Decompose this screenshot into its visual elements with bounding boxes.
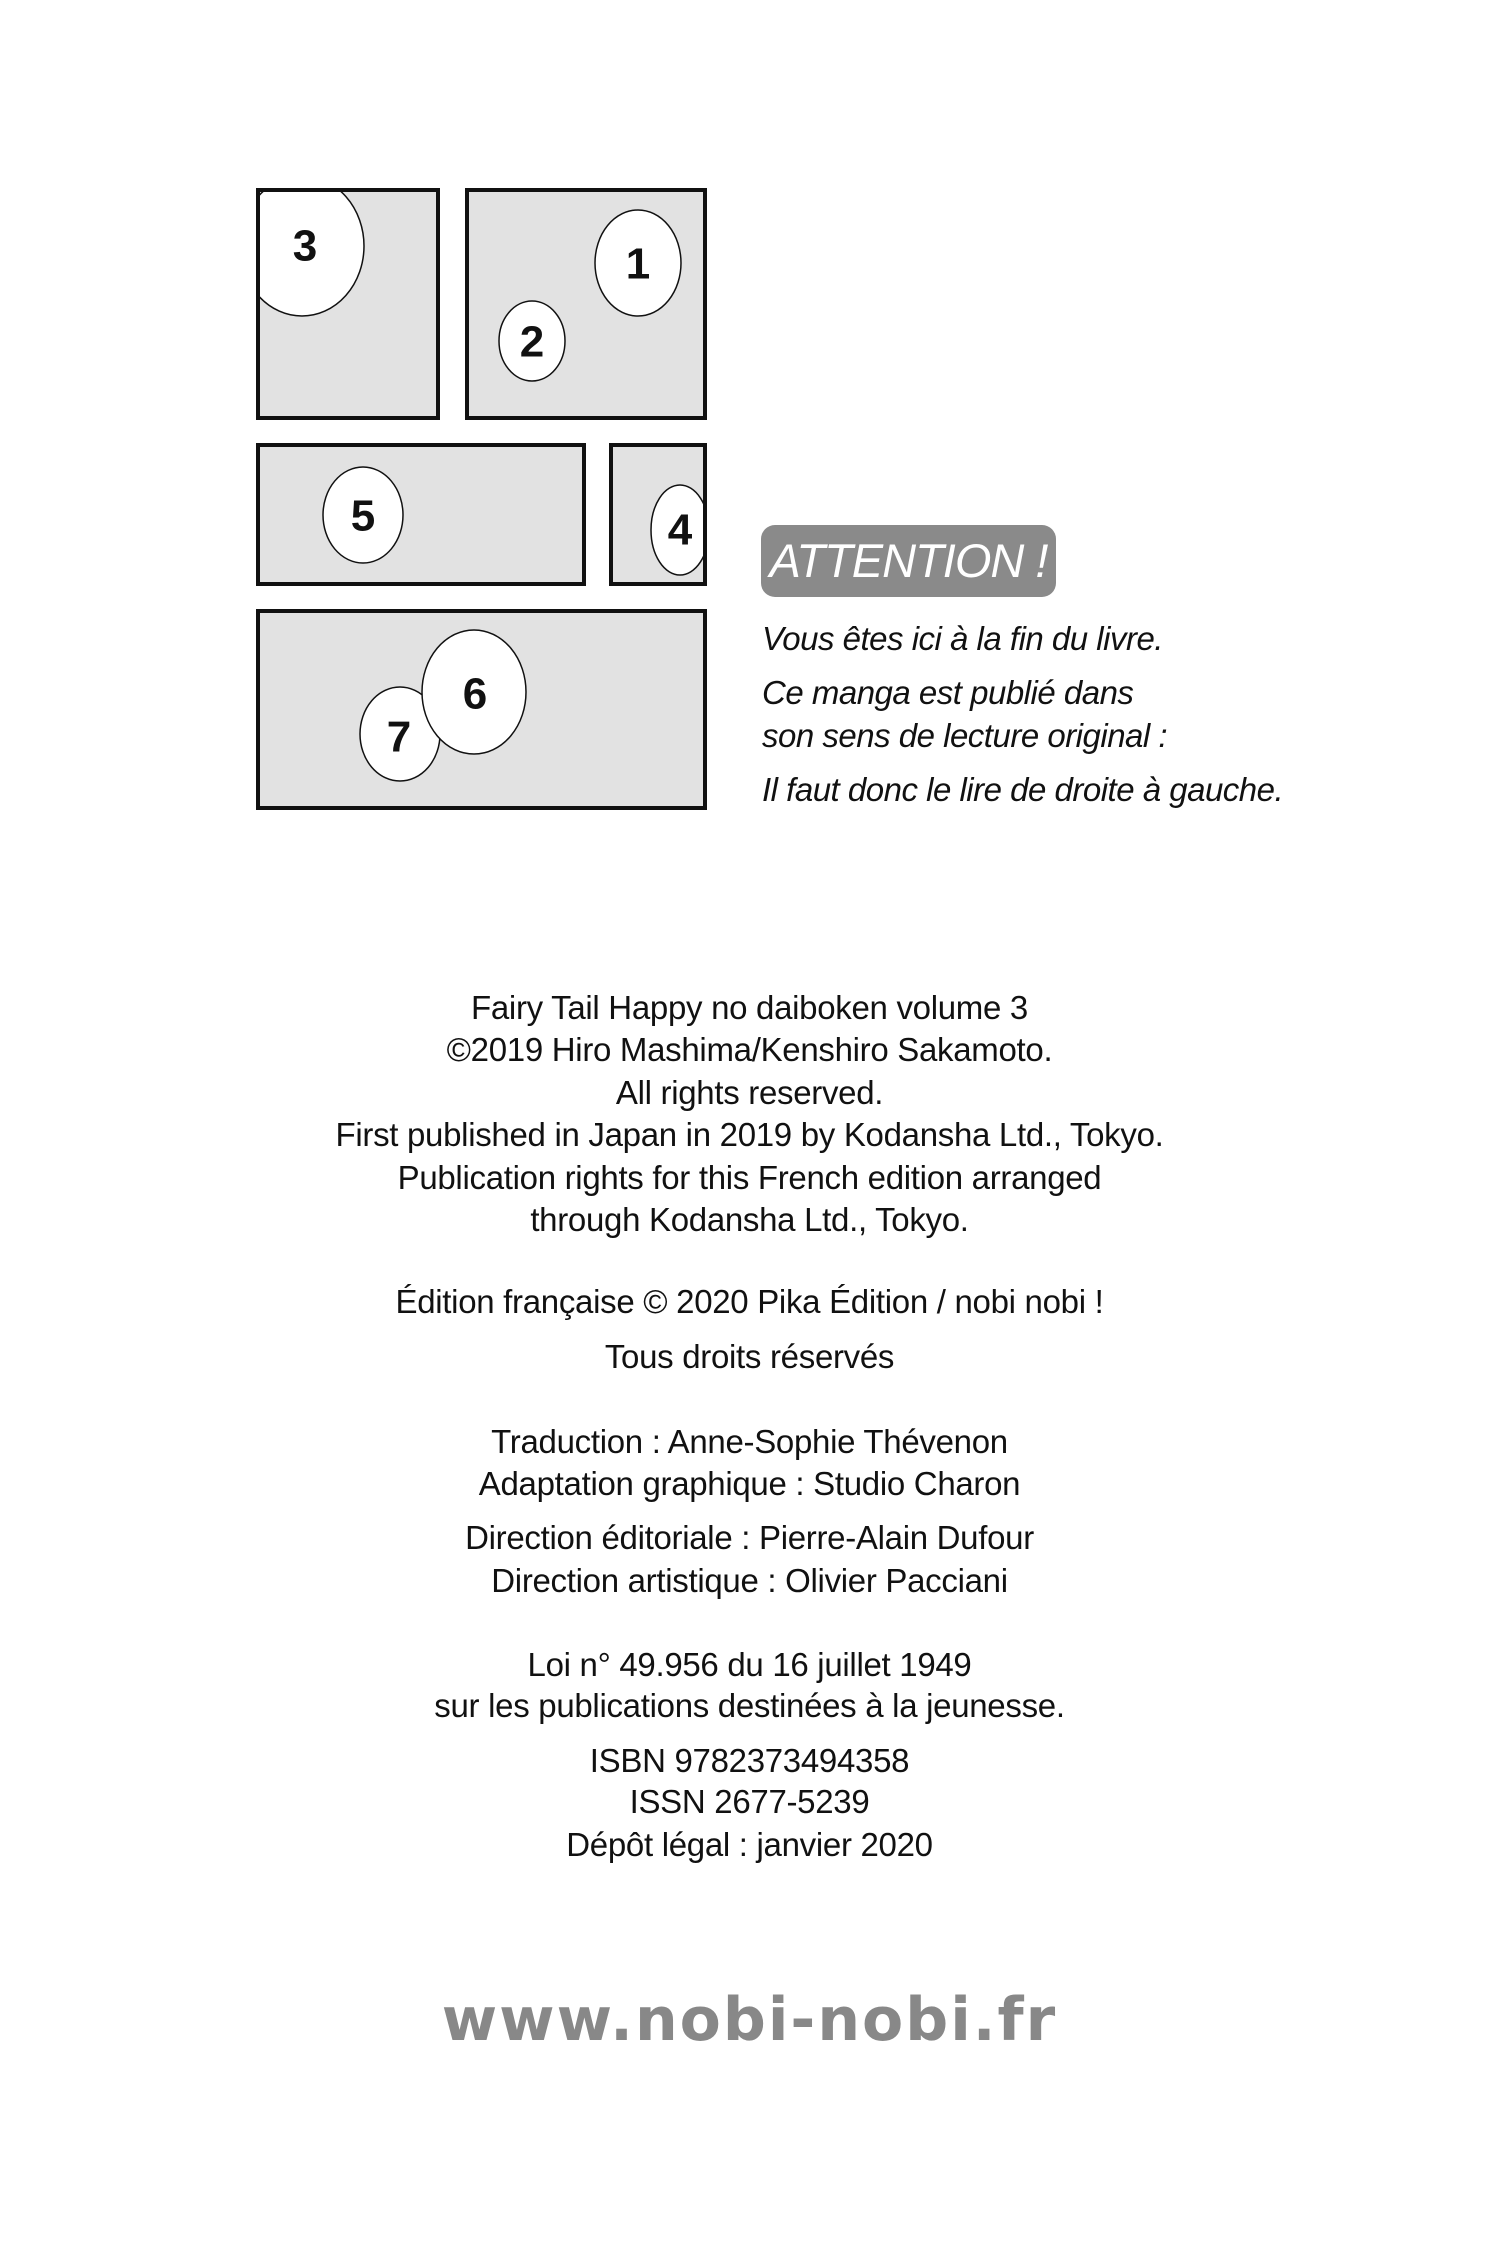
credit-line: sur les publications destinées à la jeun… [434,1687,1065,1724]
bubble [594,209,682,317]
bubble [260,192,365,317]
credit-line: Tous droits réservés [604,1338,895,1375]
bubble [650,484,703,576]
panel-number: 1 [626,240,650,289]
credit-line: Fairy Tail Happy no daiboken volume 3 [471,989,1028,1026]
panel-number: 3 [293,222,317,271]
credit-line: Adaptation graphique : Studio Charon [478,1465,1021,1502]
panel [256,443,586,586]
credit-line: Dépôt légal : janvier 2020 [566,1826,933,1863]
credit-line: Publication rights for this French editi… [397,1159,1102,1196]
attention-note: Il faut donc le lire de droite à gauche. [762,771,1284,808]
bubble [322,466,404,564]
reading-order-diagram: 1 2 3 4 5 6 7 [256,188,707,810]
credit-line: Traduction : Anne-Sophie Thévenon [491,1423,1008,1460]
bubble [498,300,566,382]
credit-line: Loi n° 49.956 du 16 juillet 1949 [527,1646,972,1683]
credit-line: All rights reserved. [615,1074,884,1111]
credit-line: First published in Japan in 2019 by Koda… [335,1116,1164,1153]
credit-line: ISBN 9782373494358 [589,1742,910,1779]
panel-number: 4 [668,506,693,555]
attention-badge: ATTENTION ! [761,525,1056,597]
website-link[interactable]: www.nobi-nobi.fr [441,1985,1058,2055]
credit-line: Édition française © 2020 Pika Édition / … [395,1283,1104,1320]
attention-note: Ce manga est publié dans [762,674,1134,711]
panel [465,188,707,420]
attention-note: son sens de lecture original : [762,717,1168,754]
attention-note: Vous êtes ici à la fin du livre. [762,620,1163,657]
panel-number: 2 [520,318,544,367]
panel-number: 5 [351,492,375,541]
credit-line: Direction éditoriale : Pierre-Alain Dufo… [465,1519,1034,1556]
credit-line: through Kodansha Ltd., Tokyo. [530,1201,969,1238]
panel-number: 7 [387,713,411,762]
credit-line: ©2019 Hiro Mashima/Kenshiro Sakamoto. [446,1031,1053,1068]
panel-number: 6 [463,670,487,719]
bubble [421,629,527,755]
credit-line: Direction artistique : Olivier Pacciani [491,1562,1008,1599]
credit-line: ISSN 2677-5239 [629,1783,870,1820]
